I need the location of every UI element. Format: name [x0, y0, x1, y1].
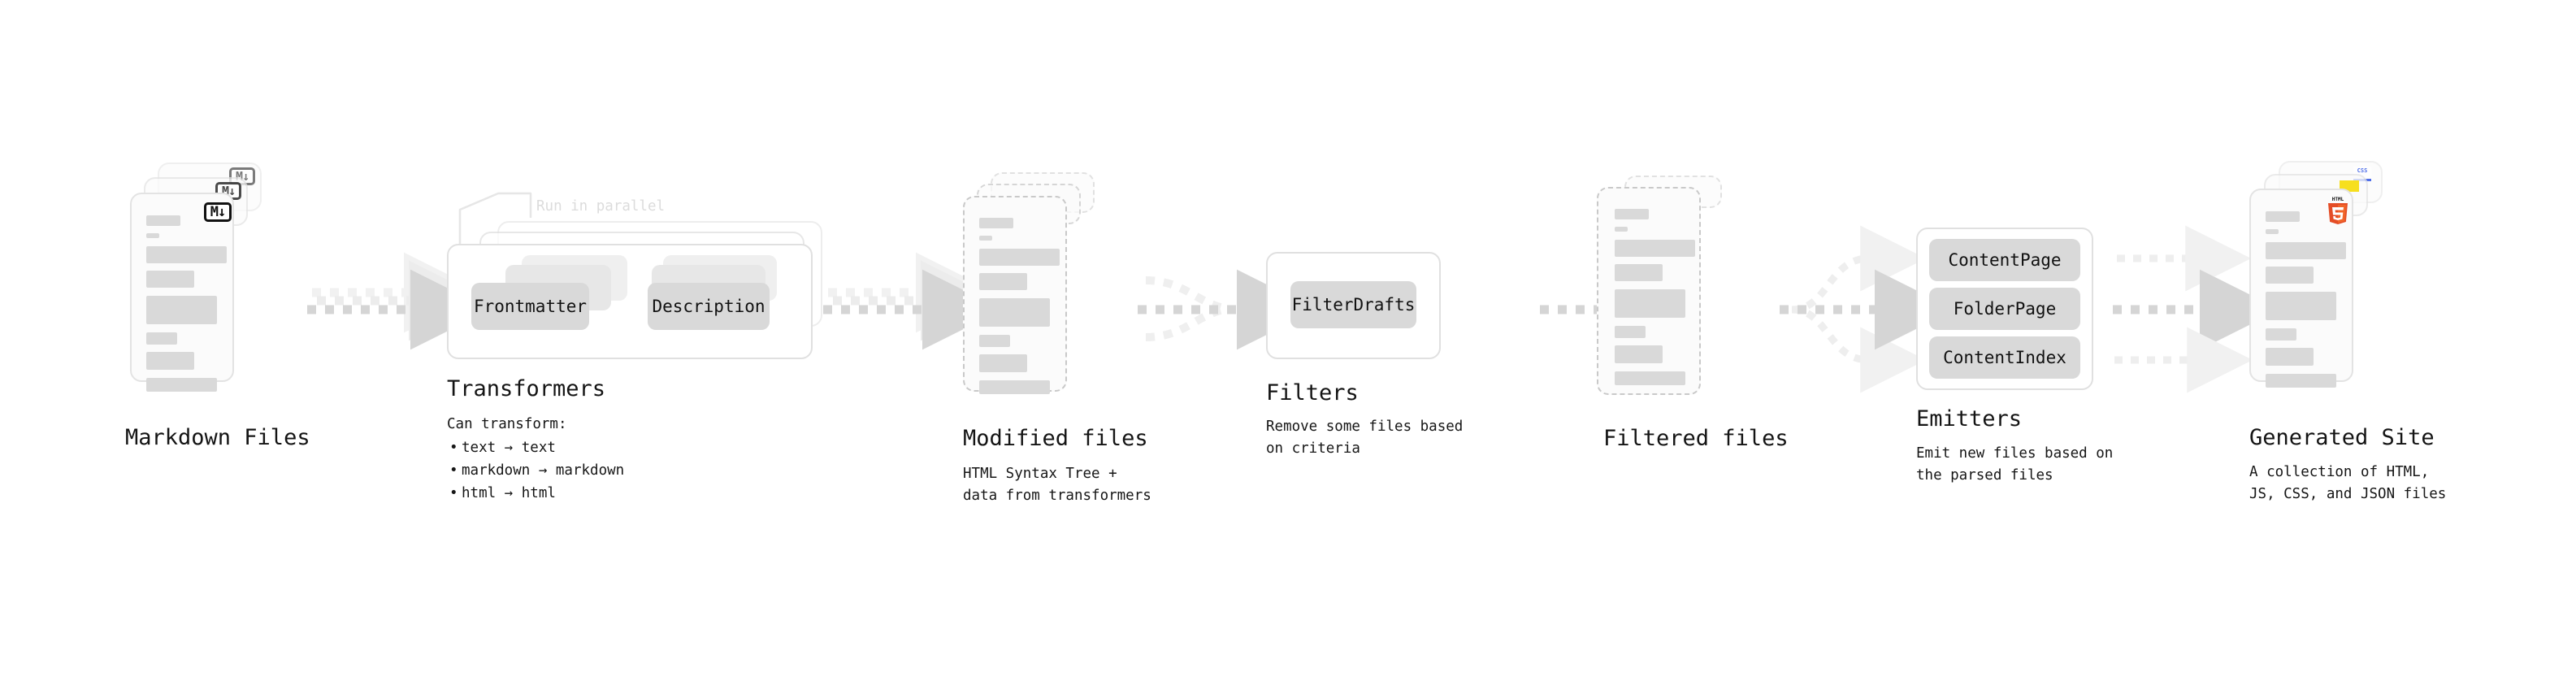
html5-logo-svg: HTML	[2328, 197, 2348, 224]
doc-bar	[146, 352, 194, 370]
doc-bar	[146, 271, 194, 288]
filters-title: Filters	[1266, 380, 1359, 406]
emitters-subtitle: Emit new files based on the parsed files	[1916, 445, 2114, 484]
doc-bar	[2266, 267, 2314, 284]
doc-bar	[1615, 264, 1663, 281]
transformers-desc-item: markdown → markdown	[449, 459, 624, 482]
emitter-pill-contentpage[interactable]: ContentPage	[1929, 239, 2080, 281]
transformers-desc-item: html → html	[449, 482, 624, 505]
doc-bar	[146, 246, 227, 263]
doc-bar	[1615, 240, 1695, 257]
emitters-title: Emitters	[1916, 406, 2023, 432]
transformers-description: Can transform: text → text markdown → ma…	[447, 413, 624, 505]
filter-pill-filterdrafts[interactable]: FilterDrafts	[1290, 281, 1416, 328]
arrow-modified-to-filters	[1138, 269, 1317, 350]
doc-bar	[2266, 292, 2336, 320]
transformer-pill-frontmatter[interactable]: Frontmatter	[471, 283, 589, 330]
transformers-desc-item: text → text	[449, 436, 624, 459]
generated-site-subtitle: A collection of HTML, JS, CSS, and JSON …	[2249, 464, 2447, 503]
doc-bar	[979, 249, 1060, 266]
doc-bar	[1615, 345, 1663, 363]
filtered-card-front	[1597, 187, 1701, 395]
doc-bar	[1615, 326, 1646, 338]
doc-bar	[1615, 289, 1685, 318]
doc-bar	[979, 298, 1050, 327]
filters-subtitle: Remove some files based on criteria	[1266, 419, 1464, 458]
doc-bar	[146, 215, 180, 226]
arrow-transformers-to-modified	[823, 252, 1003, 350]
markdown-files-title: Markdown Files	[125, 425, 310, 450]
modified-files-title: Modified files	[963, 426, 1148, 451]
doc-bar	[146, 233, 159, 238]
doc-bar	[146, 332, 177, 345]
doc-bar	[2266, 328, 2296, 340]
doc-bar	[979, 354, 1027, 372]
doc-bar	[2266, 211, 2300, 222]
doc-bar	[146, 296, 217, 324]
doc-bar	[1615, 371, 1685, 385]
doc-bar	[146, 378, 217, 392]
run-in-parallel-label: Run in parallel	[536, 198, 666, 215]
doc-bar	[2266, 374, 2336, 388]
markdown-logo-front: M↓	[204, 202, 232, 222]
doc-bar	[979, 218, 1013, 228]
transformers-title: Transformers	[447, 376, 606, 401]
generated-site-title: Generated Site	[2249, 425, 2435, 450]
markdown-card-front: M↓	[130, 193, 234, 392]
filtered-files-title: Filtered files	[1603, 426, 1789, 451]
svg-text:HTML: HTML	[2332, 197, 2344, 202]
transformers-desc-items: text → text markdown → markdown html → h…	[447, 436, 624, 505]
modified-files-subtitle: HTML Syntax Tree + data from transformer…	[963, 466, 1151, 505]
doc-bar	[1615, 227, 1628, 232]
doc-bar	[2266, 229, 2279, 234]
arrow-emitters-to-site	[2113, 225, 2280, 393]
doc-bar	[979, 236, 992, 241]
generated-card-front: HTML	[2249, 189, 2353, 388]
emitter-pill-contentindex[interactable]: ContentIndex	[1929, 336, 2080, 379]
transformers-desc-lead: Can transform:	[447, 416, 567, 432]
modified-card-front	[963, 196, 1067, 394]
transformer-pill-description[interactable]: Description	[648, 283, 770, 330]
doc-bar	[2266, 242, 2346, 259]
doc-bar	[979, 335, 1010, 347]
doc-bar	[2266, 348, 2314, 366]
html5-logo: HTML	[2325, 195, 2351, 226]
arrow-markdown-to-transformers	[307, 252, 491, 350]
emitter-pill-folderpage[interactable]: FolderPage	[1929, 288, 2080, 330]
doc-bar	[979, 380, 1050, 394]
doc-bar	[979, 273, 1027, 290]
arrow-filtered-to-emitters	[1780, 225, 1955, 393]
doc-bar	[1615, 209, 1649, 219]
